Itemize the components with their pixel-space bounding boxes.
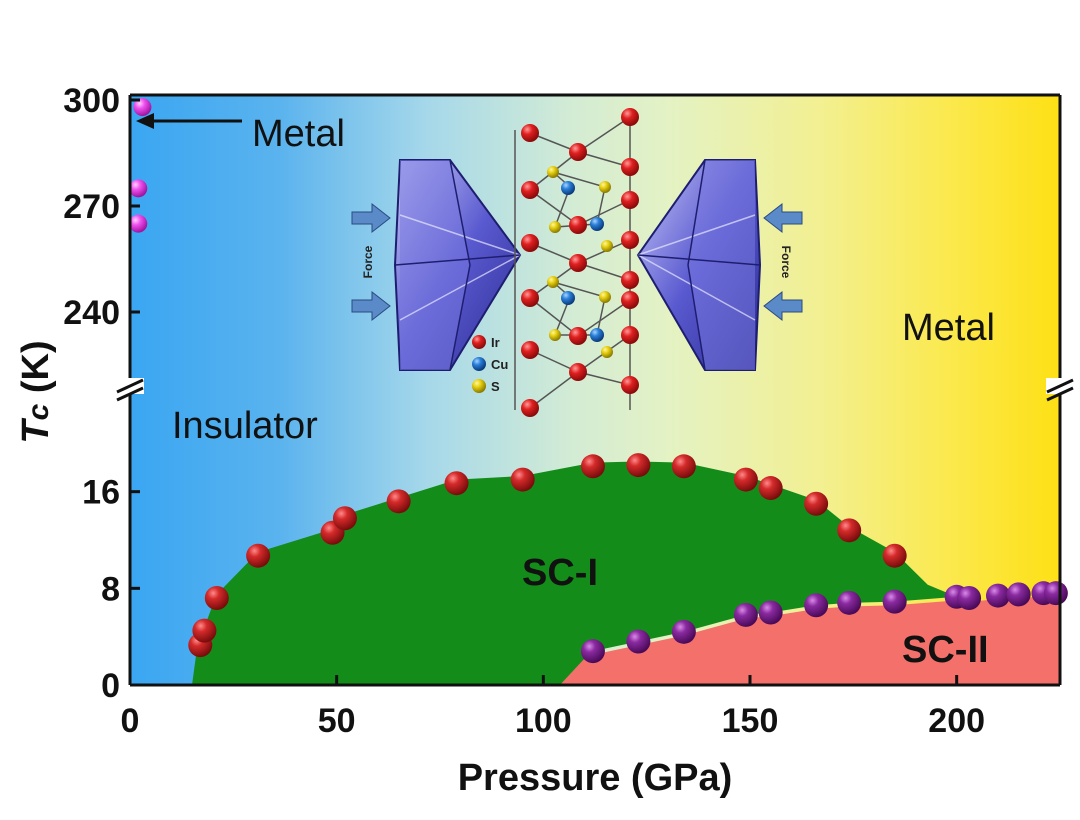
legend-s-label: S xyxy=(491,379,500,394)
sc2-point xyxy=(758,600,783,625)
crystal-structure-inset: Force Force xyxy=(351,108,803,417)
label-metal-arrow: Metal xyxy=(252,113,345,155)
sc1-point xyxy=(626,453,651,478)
data-points xyxy=(129,98,1068,664)
sc1-point xyxy=(837,518,862,543)
sc2-point xyxy=(1043,581,1068,606)
metal-point xyxy=(129,214,148,233)
left-diamond-anvil xyxy=(393,159,522,371)
right-diamond-anvil xyxy=(636,159,762,371)
label-sc1: SC-I xyxy=(522,552,598,594)
legend-ir-label: Ir xyxy=(491,335,500,350)
legend-s-marker xyxy=(472,379,486,393)
axis-ticks: 0 50 100 150 200 0 8 16 240 270 300 xyxy=(63,82,985,740)
force-label-right: Force xyxy=(779,246,793,279)
x-tick-label: 200 xyxy=(928,702,985,740)
y-tick-label: 300 xyxy=(63,82,120,120)
sc2-point xyxy=(837,590,862,615)
sc2-point xyxy=(733,602,758,627)
y-axis-title-unit: (K) xyxy=(15,340,57,403)
y-axis-title-main: T xyxy=(15,418,57,444)
y-tick-label: 16 xyxy=(82,474,120,512)
metal-arrow xyxy=(136,113,242,129)
sc1-point xyxy=(804,491,829,516)
legend-ir-marker xyxy=(472,335,486,349)
metal-point xyxy=(133,98,152,117)
sc1-point xyxy=(332,506,357,531)
sc2-point xyxy=(580,639,605,664)
x-tick-label: 150 xyxy=(722,702,779,740)
sc1-point xyxy=(246,543,271,568)
sc2-point xyxy=(882,589,907,614)
x-tick-label: 50 xyxy=(318,702,356,740)
sc1-point xyxy=(580,454,605,479)
y-axis-title: Tc (K) xyxy=(15,340,57,443)
y-tick-label: 8 xyxy=(101,570,120,608)
sc2-region xyxy=(559,596,1060,685)
y-axis-title-sub: c xyxy=(22,403,55,420)
sc2-point xyxy=(804,593,829,618)
metal-point xyxy=(129,179,148,198)
y-tick-label: 0 xyxy=(101,667,120,705)
sc2-point xyxy=(626,629,651,654)
force-arrows-left xyxy=(351,202,391,322)
x-axis-title: Pressure (GPa) xyxy=(458,757,733,799)
force-label-left: Force xyxy=(361,245,375,278)
sc1-point xyxy=(192,618,217,643)
sc1-point xyxy=(444,471,469,496)
axis-break-marks xyxy=(116,378,1074,402)
x-tick-label: 100 xyxy=(515,702,572,740)
label-sc2: SC-II xyxy=(902,629,989,671)
sc2-point xyxy=(986,583,1010,608)
y-tick-label: 240 xyxy=(63,294,120,332)
legend-cu-marker xyxy=(472,357,486,371)
y-tick-label: 270 xyxy=(63,188,120,226)
sc1-point xyxy=(671,454,696,479)
sc1-point xyxy=(882,543,907,568)
force-arrows-right xyxy=(763,202,803,322)
inset-legend: Ir Cu S xyxy=(472,335,508,394)
x-tick-label: 0 xyxy=(121,702,140,740)
lattice-atoms xyxy=(521,108,639,417)
label-metal-right: Metal xyxy=(902,307,995,349)
legend-cu-label: Cu xyxy=(491,357,508,372)
sc2-point xyxy=(957,586,982,610)
sc1-point xyxy=(758,476,783,501)
sc1-point xyxy=(386,489,411,514)
sc1-point xyxy=(204,586,229,610)
sc1-point xyxy=(510,467,535,492)
label-insulator: Insulator xyxy=(172,405,318,447)
sc2-point xyxy=(671,619,696,644)
sc1-point xyxy=(733,467,758,492)
sc1-region xyxy=(192,461,957,685)
sc2-point xyxy=(1006,582,1031,607)
